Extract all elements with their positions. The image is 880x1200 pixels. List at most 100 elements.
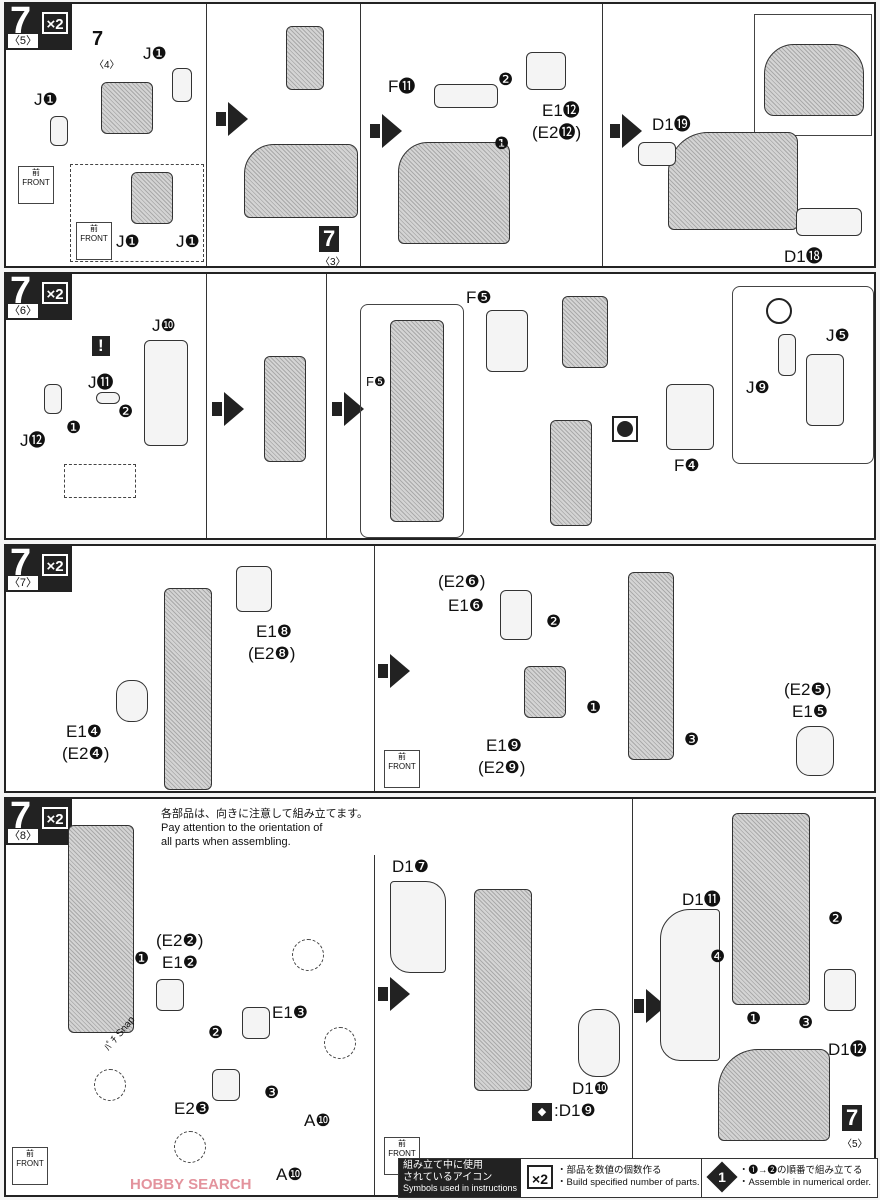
step-order: ❶ [66,418,82,437]
part-j9 [778,334,796,376]
part-f11 [434,84,498,108]
step-number: 7 [10,0,32,42]
leg-part [550,420,592,526]
part-e12 [526,52,566,90]
part-label: D1❿ [572,1079,609,1098]
part-label: A❿ [304,1111,331,1130]
leg-part [264,356,306,462]
part-label: (E2❻) [438,572,486,591]
step-order: ❶ [134,949,150,968]
base-detail [764,44,864,116]
step-order: ❸ [264,1083,280,1102]
detail-box [732,286,874,464]
part-label: D1⓲ [784,247,823,266]
ref-step-sub: 〈5〉 [842,1139,868,1150]
ref-step: 7 [92,28,104,50]
part-label: E2❸ [174,1099,211,1118]
part-label: J⓫ [88,373,114,392]
detail-circle [174,1131,206,1163]
multiplier-icon: ×2 [42,282,68,304]
legend-x2-text: ・部品を数値の個数作る・Build specified number of pa… [557,1165,700,1188]
detail-box [754,14,872,136]
part-e19 [524,666,566,718]
part-label: E1❸ [272,1003,309,1022]
caution-icon: ! [92,336,110,356]
multiplier-icon: ×2 [42,554,68,576]
part-j1 [50,116,68,146]
part-d118 [796,208,862,236]
part-d110 [578,1009,620,1077]
order-icon: 1 [706,1161,738,1193]
multiplier-icon: ×2 [42,12,68,34]
base-part [668,132,798,230]
part-label: J❾ [746,378,770,397]
step-header: 7 〈5〉 ×2 [6,0,72,50]
step-7-7-panel: 7 〈7〉 ×2 E1❽ (E2❽) E1❹ (E2❹) (E2❻) E1❻ ❷… [4,542,876,793]
part-label: :D1❾ [554,1101,596,1120]
step-order: ❶ [586,698,602,717]
step-order: ❷ [546,612,562,631]
step-order: ❸ [684,730,700,749]
ref-step-sub: 〈3〉 [320,257,346,268]
part-label: J❺ [826,326,850,345]
step-order: ❷ [828,909,844,928]
part-d111 [660,909,720,1061]
step-order: ❷ [498,70,514,89]
part-label: E1❺ [792,702,829,721]
leg-part [628,572,674,760]
part-j12 [44,384,62,414]
next-arrow-icon [378,654,410,688]
detail-circle [94,1069,126,1101]
part-label: D1⓬ [828,1040,867,1059]
part-label: D1❼ [392,857,429,876]
next-arrow-icon [216,102,248,136]
detail-circle [324,1027,356,1059]
part-e18 [236,566,272,612]
base-part [244,144,358,218]
part-label: E1❻ [448,596,485,615]
part-f5 [486,310,528,372]
legend-order-text: ・❶→❷の順番で組み立てる・Assemble in numerical orde… [739,1165,871,1188]
part-j10 [144,340,188,446]
part-label: (E2❺) [784,680,832,699]
step-number: 7 [10,795,32,837]
part-label: D1⓫ [682,890,721,909]
next-arrow-icon [332,392,364,426]
part-e12 [156,979,184,1011]
leg-detail [390,320,444,522]
ref-step: 7 [319,226,340,252]
leg-part [732,813,810,1005]
ref-step-sub: 〈4〉 [94,60,120,71]
part-label: F❺ [466,288,492,307]
multiplier-icon: ×2 [42,807,68,829]
part-d112 [824,969,856,1011]
part-e23 [212,1069,240,1101]
step-order: ❹ [710,947,726,966]
part-body [101,82,153,134]
next-arrow-icon [212,392,244,426]
detail-circle [292,939,324,971]
part-label: E1❾ [486,736,523,755]
part-label: F❹ [674,456,700,475]
base-part [718,1049,830,1141]
next-arrow-icon [378,977,410,1011]
part-d119 [638,142,676,166]
part-label: (E2❾) [478,758,526,777]
part-body [286,26,324,90]
part-e15 [796,726,834,776]
part-label: E1❷ [162,953,199,972]
part-label: A❿ [276,1165,303,1184]
part-label: J❿ [152,316,176,335]
step-header: 7 〈8〉 ×2 [6,795,72,845]
step-sub: 〈5〉 [8,34,38,48]
no-cut-icon [766,298,792,324]
step-number: 7 [10,542,32,584]
part-j1 [172,68,192,102]
